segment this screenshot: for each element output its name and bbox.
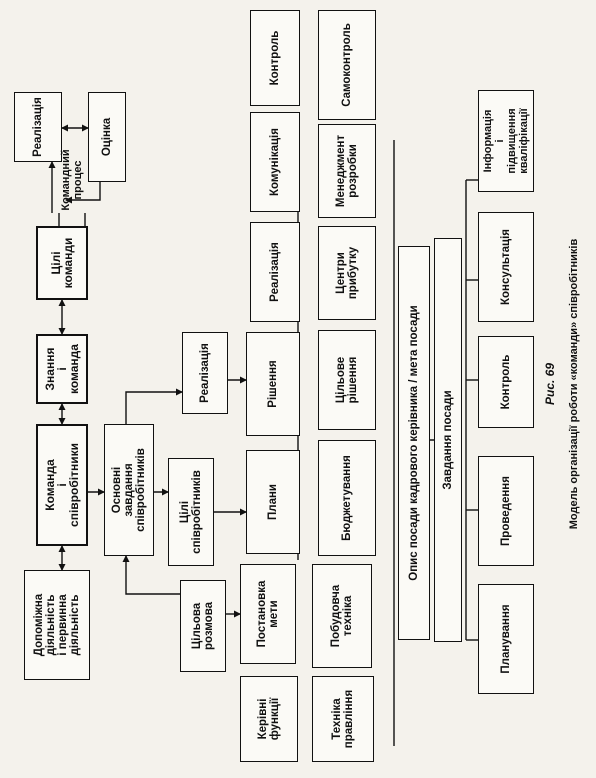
- box-konsultatsiia: Консультація: [478, 212, 534, 322]
- box-tsilove-rishennia: Цільове рішення: [318, 330, 376, 430]
- box-kontrol-bottom: Контроль: [478, 336, 534, 428]
- box-komanda-spivrobitnyky: Команда і співробітники: [36, 424, 88, 546]
- box-plany: Плани: [246, 450, 300, 554]
- box-komunikatsiia: Комунікація: [250, 112, 300, 212]
- box-kerivni-funktsii: Керівні функції: [240, 676, 298, 762]
- box-rishennia: Рішення: [246, 332, 300, 436]
- box-osnovni-zavdannia: Основні завдання співробітників: [104, 424, 154, 556]
- label-osnovni-zavdannia: Основні завдання співробітників: [111, 448, 147, 532]
- box-otsinka: Оцінка: [88, 92, 126, 182]
- label-zavdannia-posady: Завдання посади: [442, 390, 454, 490]
- label-biudzhetuvannia: Бюджетування: [341, 455, 353, 541]
- label-tekhnika-pravlinnia: Техніка правління: [331, 689, 355, 749]
- box-tekhnika-pravlinnia: Техніка правління: [312, 676, 374, 762]
- box-planuvannia: Планування: [478, 584, 534, 694]
- box-realizatsiia-row: Реалізація: [250, 222, 300, 322]
- box-realizatsiia-top: Реалізація: [14, 92, 62, 162]
- label-kontrol-bottom: Контроль: [500, 354, 512, 410]
- label-kerivni-funktsii: Керівні функції: [257, 697, 281, 741]
- box-biudzhetuvannia: Бюджетування: [318, 440, 376, 556]
- label-kontrol-top: Контроль: [269, 30, 281, 86]
- label-tsilova-rozmova: Цільова розмова: [191, 601, 215, 651]
- label-realizatsiia-top: Реалізація: [32, 97, 44, 157]
- box-znannia-komanda: Знання і команда: [36, 334, 88, 404]
- line-osnovni-realizatsiia: [125, 388, 183, 424]
- box-kontrol-top: Контроль: [250, 10, 300, 106]
- label-rishennia: Рішення: [267, 360, 279, 408]
- figure-number: Рис. 69: [543, 362, 557, 406]
- label-komandnyi-protses: Командний процес: [60, 149, 84, 211]
- box-realizatsiia-mid: Реалізація: [182, 332, 228, 414]
- box-opys-posady: Опис посади кадрового керівника / мета п…: [398, 246, 430, 640]
- box-dopomizhna: Допоміжна діяльність і первинна діяльніс…: [24, 570, 90, 680]
- box-informatsiia: Інформація і підвищення кваліфікації: [478, 90, 534, 192]
- box-zavdannia-posady: Завдання посади: [434, 238, 462, 642]
- label-znannia-komanda: Знання і команда: [43, 344, 81, 394]
- label-realizatsiia-mid: Реалізація: [199, 343, 211, 403]
- label-dopomizhna: Допоміжна діяльність і первинна діяльніс…: [33, 593, 81, 657]
- figure-caption: Модель організації роботи «команди» спів…: [568, 238, 580, 530]
- label-konsultatsiia: Консультація: [500, 229, 512, 305]
- box-tsili-komandy: Цілі команди: [36, 226, 88, 300]
- label-pobudovcha-tekhnika: Побудовча техніка: [330, 584, 354, 648]
- label-planuvannia: Планування: [500, 604, 512, 674]
- label-provedennia: Проведення: [500, 476, 512, 546]
- label-informatsiia: Інформація і підвищення кваліфікації: [482, 108, 530, 174]
- label-otsinka: Оцінка: [101, 117, 113, 157]
- box-samokontrol: Самоконтроль: [318, 10, 376, 120]
- label-tsili-komandy: Цілі команди: [49, 237, 75, 289]
- label-menedzhment: Менеджмент розробки: [335, 134, 359, 208]
- box-pobudovcha-tekhnika: Побудовча техніка: [312, 564, 372, 668]
- label-opys-posady: Опис посади кадрового керівника / мета п…: [408, 305, 420, 581]
- label-samokontrol: Самоконтроль: [341, 23, 353, 107]
- box-tsili-spivrobitnykiv: Цілі співробітників: [168, 458, 214, 566]
- label-tsilove-rishennia: Цільове рішення: [335, 356, 359, 404]
- label-plany: Плани: [267, 484, 279, 520]
- box-tsilova-rozmova: Цільова розмова: [180, 580, 226, 672]
- label-postanovka-mety: Постановка мети: [256, 580, 280, 648]
- label-tsentry-prybutku: Центри прибутку: [335, 246, 359, 300]
- label-komunikatsiia: Комунікація: [269, 128, 281, 196]
- line-otsinka-protses: [65, 182, 101, 204]
- box-postanovka-mety: Постановка мети: [240, 564, 296, 664]
- label-tsili-spivrobitnykiv: Цілі співробітників: [179, 470, 203, 554]
- label-komanda-spivrobitnyky: Команда і співробітники: [43, 443, 81, 527]
- box-provedennia: Проведення: [478, 456, 534, 566]
- box-menedzhment: Менеджмент розробки: [318, 124, 376, 218]
- line-osnovni-rozmova: [122, 555, 180, 595]
- label-realizatsiia-row: Реалізація: [269, 242, 281, 302]
- box-tsentry-prybutku: Центри прибутку: [318, 226, 376, 320]
